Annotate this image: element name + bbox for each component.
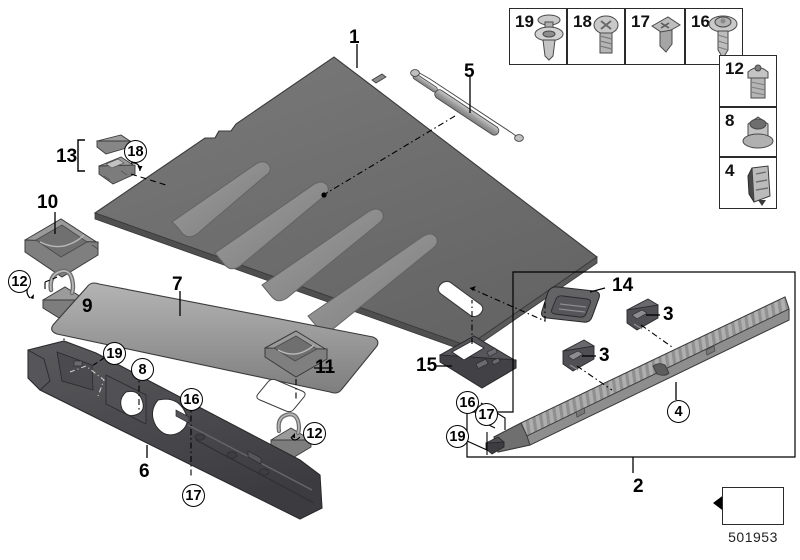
callout-1-load-floor-panel: 1 — [349, 27, 360, 48]
orientation-icon-box — [722, 487, 784, 525]
callout-3-clip-upper: 3 — [663, 304, 674, 325]
legend-number-16: 16 — [691, 12, 710, 31]
callout-17-clip-right: 17 — [475, 403, 498, 426]
callout-2-sill-trim-assembly: 2 — [633, 476, 644, 497]
part-9-lashing-eye-lower — [270, 412, 312, 460]
legend-number-18: 18 — [573, 12, 592, 31]
expanding-rivet-icon — [534, 14, 564, 61]
legend-cell-18 — [567, 8, 625, 65]
callout-16-screw-right: 16 — [456, 391, 479, 414]
callout-12-bolt-lower: 12 — [303, 422, 326, 445]
callout-19-rivet-right: 19 — [446, 425, 469, 448]
callout-7-trim-strip: 7 — [172, 274, 183, 295]
flange-nut-icon — [742, 116, 774, 149]
callout-9-lashing-eye: 9 — [82, 296, 93, 317]
callout-18-screw: 18 — [124, 140, 147, 163]
part-6-carrier — [27, 340, 323, 520]
legend-number-17: 17 — [631, 12, 650, 31]
callout-19-expanding-rivet: 19 — [103, 342, 126, 365]
legend-number-19: 19 — [515, 12, 534, 31]
callout-17-clip-left: 17 — [182, 484, 205, 507]
callout-10-handle-recess: 10 — [37, 192, 59, 213]
callout-5-gas-strut: 5 — [464, 61, 475, 82]
push-clip-icon — [651, 16, 681, 53]
callout-13-hinge-cover-set: 13 — [56, 146, 78, 167]
legend-cell-12 — [719, 55, 777, 107]
part-1-load-floor-panel — [93, 56, 598, 353]
legend-cell-17 — [625, 8, 685, 65]
callout-12-bolt-upper: 12 — [8, 270, 31, 293]
legend-number-8: 8 — [725, 111, 735, 130]
flanged-screw-icon — [708, 15, 738, 59]
part-11-handle-recess-right — [264, 330, 328, 378]
callout-14-cover-cap: 14 — [612, 275, 634, 296]
part-13-hinge-cover-set — [77, 134, 136, 185]
part-5-gas-strut — [410, 69, 524, 142]
callout-8-flange-nut: 8 — [131, 358, 154, 381]
legend-number-12: 12 — [725, 59, 744, 78]
part-14-cover-cap — [541, 286, 600, 323]
part-15-fastening-element — [439, 335, 517, 389]
part-3-clip-lower — [562, 339, 595, 372]
diagram-id: 501953 — [728, 529, 778, 545]
pan-head-screw-icon — [593, 15, 619, 54]
callout-16-screw-left: 16 — [180, 388, 203, 411]
callout-4-clamp: 4 — [667, 400, 690, 423]
part-2-sill-trim — [485, 296, 790, 455]
callout-6-carrier: 6 — [139, 461, 150, 482]
callout-11-handle-recess-right: 11 — [315, 357, 336, 378]
callout-3-clip-lower: 3 — [599, 345, 610, 366]
callout-15-fastening-element: 15 — [416, 355, 438, 376]
part-10-handle-recess — [24, 218, 99, 278]
socket-bolt-icon — [747, 64, 769, 99]
legend-number-4: 4 — [725, 161, 735, 180]
part-3-clip-upper — [626, 298, 659, 331]
spring-clamp-icon — [747, 165, 771, 206]
